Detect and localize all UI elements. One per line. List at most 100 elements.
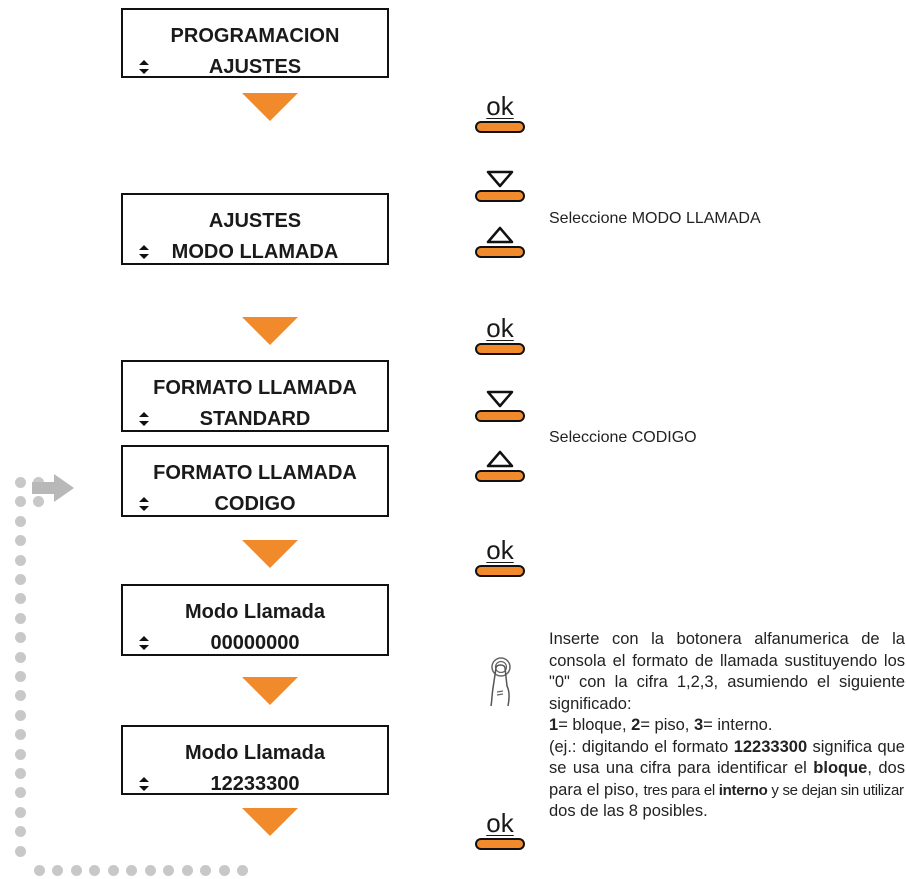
up-button[interactable]	[473, 226, 527, 258]
example-text: , dos para el piso,	[549, 759, 905, 799]
loop-dot	[15, 845, 26, 857]
loop-dot	[107, 865, 119, 876]
screen-line-1: FORMATO LLAMADA	[153, 462, 357, 484]
flow-down-arrow-icon	[242, 93, 298, 121]
up-button[interactable]	[473, 450, 527, 482]
loop-dot	[15, 535, 26, 547]
example-bold: interno	[718, 781, 768, 799]
triangle-down-icon	[486, 390, 514, 408]
display-screen-ajustes: AJUSTES MODO LLAMADA	[121, 193, 389, 265]
def-text: = interno.	[703, 716, 773, 734]
example-small: tres para el interno y se dejan sin util…	[643, 781, 904, 799]
down-button[interactable]	[473, 170, 527, 202]
flow-down-arrow-icon	[242, 540, 298, 568]
loop-dot	[15, 515, 26, 527]
loop-dot	[70, 865, 82, 876]
screen-line-2: CODIGO	[214, 493, 296, 515]
example-code: 12233300	[733, 737, 808, 756]
display-screen-modo-llamada-code: Modo Llamada 12233300	[121, 725, 389, 795]
flow-down-arrow-icon	[242, 808, 298, 836]
display-screen-programacion: PROGRAMACION AJUSTES	[121, 8, 389, 78]
ok-button[interactable]: ok	[473, 810, 527, 850]
loop-dot	[33, 496, 44, 508]
loop-dot	[15, 826, 26, 838]
button-pill	[475, 470, 525, 482]
loop-dot	[15, 768, 26, 779]
return-arrow-icon	[32, 474, 74, 502]
up-down-arrows-icon	[139, 245, 149, 259]
down-button[interactable]	[473, 390, 527, 422]
note-select-modo: Seleccione MODO LLAMADA	[549, 210, 761, 227]
ok-label: ok	[486, 808, 514, 838]
loop-dot	[15, 554, 26, 566]
loop-dot	[181, 865, 193, 876]
loop-dot	[15, 729, 26, 741]
up-down-arrows-icon	[139, 497, 149, 511]
screen-line-1: Modo Llamada	[184, 742, 325, 764]
loop-dot	[89, 865, 100, 876]
screen-line-2: 00000000	[210, 632, 300, 654]
instructions-intro: Inserte con la botonera alfanumerica de …	[549, 630, 905, 713]
loop-dot	[15, 671, 26, 682]
loop-dot	[15, 612, 26, 624]
def-number: 2	[631, 716, 641, 734]
loop-dot	[15, 574, 26, 585]
finger-press-icon	[490, 657, 511, 707]
ok-label: ok	[486, 91, 514, 121]
loop-dot	[200, 865, 211, 876]
example-text: (ej.: digitando el formato	[549, 737, 734, 756]
screen-line-1: AJUSTES	[208, 210, 302, 232]
triangle-up-icon	[486, 450, 514, 468]
up-down-arrows-icon	[139, 777, 149, 791]
loop-dot	[126, 865, 137, 876]
screen-line-2: MODO LLAMADA	[171, 241, 339, 263]
loop-dot	[237, 865, 248, 876]
def-text: = bloque,	[558, 716, 632, 734]
example-text: tres para el	[643, 781, 719, 799]
triangle-up-icon	[486, 226, 514, 244]
button-pill	[475, 190, 525, 202]
loop-dot	[15, 787, 26, 799]
example-text: y se dejan sin utilizar	[767, 781, 904, 799]
ok-label: ok	[486, 535, 514, 565]
loop-dot	[15, 690, 26, 702]
instructions-end: dos de las 8 posibles.	[549, 802, 708, 820]
flow-down-arrow-icon	[242, 677, 298, 705]
screen-line-2: AJUSTES	[208, 56, 302, 78]
screen-line-1: Modo Llamada	[184, 601, 325, 623]
loop-dot	[15, 709, 26, 721]
loop-dot	[52, 865, 63, 876]
def-text: = piso,	[640, 716, 694, 734]
screen-line-1: PROGRAMACION	[170, 25, 340, 47]
button-pill	[475, 838, 525, 850]
loop-dot	[15, 477, 26, 488]
up-down-arrows-icon	[139, 60, 149, 74]
ok-button[interactable]: ok	[473, 315, 527, 355]
button-pill	[475, 343, 525, 355]
def-number: 1	[549, 716, 559, 734]
loop-dot	[15, 806, 26, 818]
button-pill	[475, 410, 525, 422]
display-screen-formato-codigo: FORMATO LLAMADA CODIGO	[121, 445, 389, 517]
up-down-arrows-icon	[139, 412, 149, 426]
button-pill	[475, 246, 525, 258]
loop-dot	[163, 865, 174, 876]
screen-line-1: FORMATO LLAMADA	[153, 377, 357, 399]
note-select-codigo: Seleccione CODIGO	[549, 429, 697, 446]
example-bold: bloque	[813, 759, 868, 777]
flow-down-arrow-icon	[242, 317, 298, 345]
triangle-down-icon	[486, 170, 514, 188]
display-screen-formato-standard: FORMATO LLAMADA STANDARD	[121, 360, 389, 432]
loop-dot	[15, 651, 26, 663]
loop-dot	[218, 865, 230, 876]
screen-line-2: STANDARD	[199, 408, 311, 430]
def-number: 3	[693, 716, 704, 734]
instructions-example: (ej.: digitando el formato 12233300 sign…	[549, 737, 905, 802]
up-down-arrows-icon	[139, 636, 149, 650]
ok-button[interactable]: ok	[473, 93, 527, 133]
button-pill	[475, 121, 525, 133]
instructions-definitions: 1= bloque, 2= piso, 3= interno.	[549, 715, 905, 737]
example-text: significa que se usa una cifra para iden…	[549, 737, 905, 778]
loop-dot	[15, 748, 26, 760]
ok-button[interactable]: ok	[473, 537, 527, 577]
